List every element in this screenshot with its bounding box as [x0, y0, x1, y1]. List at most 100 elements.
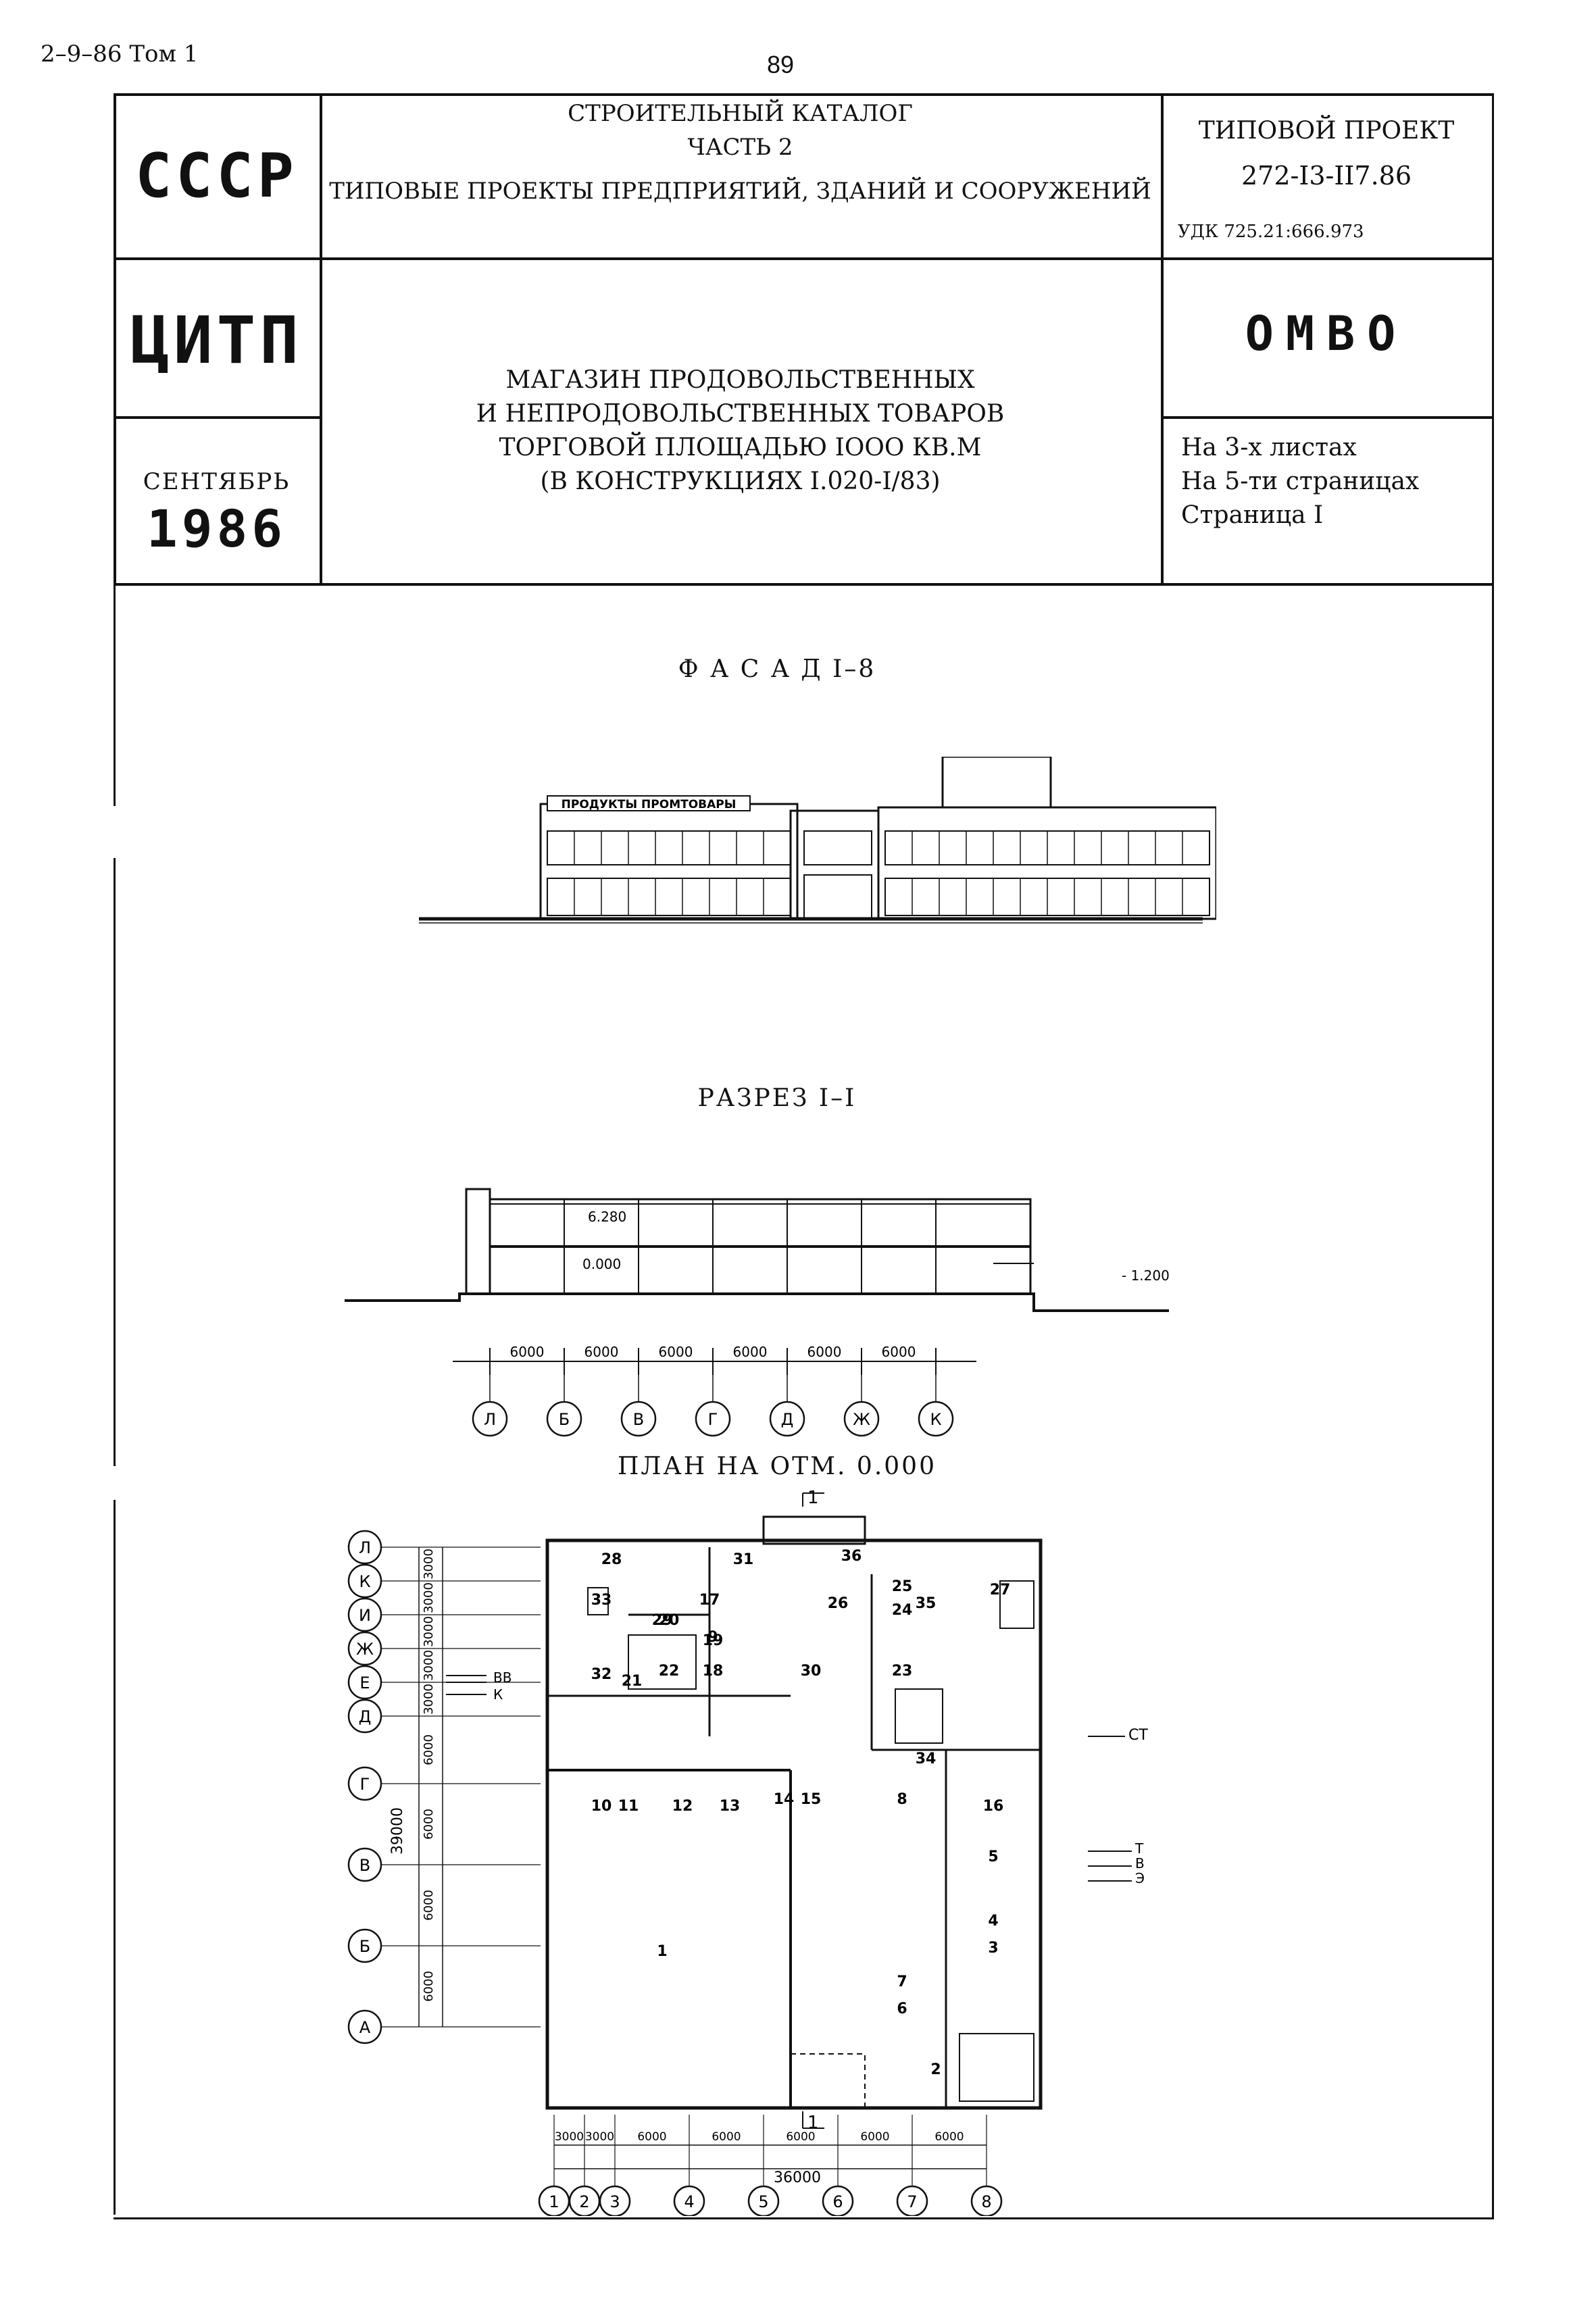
catalog-subtitle: ТИПОВЫЕ ПРОЕКТЫ ПРЕДПРИЯТИЙ, ЗДАНИЙ И СО… [329, 178, 1151, 205]
plan-room-number: 17 [699, 1592, 720, 1609]
description-line-1: МАГАЗИН ПРОДОВОЛЬСТВЕННЫХ [505, 366, 975, 394]
project-description: МАГАЗИН ПРОДОВОЛЬСТВЕННЫХ И НЕПРОДОВОЛЬС… [320, 363, 1161, 499]
plan-room-number: 8 [897, 1791, 907, 1808]
svg-text:Б: Б [359, 1937, 370, 1956]
facade-drawing: ПРОДУКТЫ ПРОМТОВАРЫ [419, 757, 1216, 924]
plan-room-number: 26 [828, 1595, 849, 1612]
plan-room-number: 18 [703, 1663, 724, 1680]
date-year: 1986 [146, 499, 287, 559]
description-line-3: ТОРГОВОЙ ПЛОЩАДЬЮ IООО КВ.М [499, 434, 982, 461]
svg-text:Л: Л [359, 1538, 371, 1557]
section-dim-label: 6000 [807, 1344, 842, 1360]
frame-left-segment-1 [114, 583, 116, 806]
section-cut-top: 1 [807, 1488, 819, 1508]
svg-text:5: 5 [758, 2192, 768, 2211]
plan-room-number: 7 [897, 1973, 907, 1990]
plan-room-number: 2 [930, 2061, 941, 2078]
plan-row-axis: К 3000 [347, 1563, 541, 1613]
frame-left-segment-2 [114, 858, 116, 1466]
ussr-label: СССР [135, 141, 298, 211]
plan-room-number: 4 [988, 1913, 998, 1930]
project-label: ТИПОВОЙ ПРОЕКТ [1198, 117, 1455, 145]
plan-room-number: 14 [774, 1791, 795, 1808]
entry-t: Т [1134, 1840, 1144, 1857]
svg-text:К: К [930, 1410, 941, 1429]
plan-room-number: 31 [733, 1551, 754, 1568]
svg-text:Е: Е [359, 1674, 370, 1692]
plan-title: ПЛАН НА ОТМ. 0.000 [618, 1453, 937, 1480]
plan-room-number: 13 [720, 1798, 741, 1815]
plan-total-width: 36000 [774, 2169, 821, 2186]
plan-room-number: 29 [652, 1612, 673, 1629]
section-axis-bubble: К [918, 1375, 954, 1437]
plan-col-dim: 6000 [712, 2130, 741, 2144]
plan-row-axis: А [347, 2009, 541, 2044]
plan-col-dim: 6000 [860, 2130, 889, 2144]
plan-room-number: 24 [892, 1602, 913, 1619]
svg-text:6: 6 [832, 2192, 843, 2211]
plan-room-number: 3 [988, 1940, 998, 1957]
project-number: 272-I3-II7.86 [1241, 161, 1412, 191]
plan-room-number: 11 [618, 1798, 639, 1815]
svg-text:Ж: Ж [356, 1640, 374, 1659]
plan-room-number: 33 [591, 1592, 612, 1609]
description-line-2: И НЕПРОДОВОЛЬСТВЕННЫХ ТОВАРОВ [476, 400, 1005, 428]
title-block: СССР ЦИТП СЕНТЯБРЬ 1986 СТРОИТЕЛЬНЫЙ КАТ… [114, 93, 1492, 586]
svg-text:К: К [359, 1572, 370, 1591]
svg-text:Д: Д [359, 1707, 372, 1726]
facade-sign: ПРОДУКТЫ ПРОМТОВАРЫ [562, 798, 737, 811]
page-index: Страница I [1181, 501, 1324, 529]
plan-room-number: 30 [801, 1663, 822, 1680]
entry-k: К [493, 1686, 503, 1703]
plan-row-dim: 3000 [422, 1684, 436, 1715]
plan-room-number: 23 [892, 1663, 913, 1680]
description-line-4: (В КОНСТРУКЦИЯХ I.020-I/83) [540, 468, 941, 495]
section-mark-ground: - 1.200 [1122, 1267, 1170, 1284]
entry-vv: ВВ [493, 1669, 512, 1686]
page-frame [114, 93, 1494, 2219]
plan-row-dim: 3000 [422, 1582, 436, 1613]
title-right-row-divider [1161, 416, 1492, 419]
plan-col-axis: 6 6000 [822, 2115, 890, 2216]
date-month: СЕНТЯБРЬ [143, 468, 291, 495]
title-divider-1 [320, 93, 322, 583]
plan-room-number: 34 [916, 1751, 937, 1767]
plan-row-dim: 6000 [422, 1809, 436, 1840]
section-dim-label: 6000 [584, 1344, 619, 1360]
svg-text:1: 1 [549, 2192, 559, 2211]
plan-room-number: 1 [657, 1943, 667, 1960]
section-axis-bubble: В [620, 1375, 657, 1437]
svg-text:Л: Л [484, 1410, 496, 1429]
facade-title: Ф А С А Д I–8 [678, 655, 876, 683]
plan-room-number: 9 [707, 1629, 718, 1646]
plan-room-number: 16 [983, 1798, 1004, 1815]
sheet-count: На 3-х листах [1181, 434, 1357, 461]
plan-row-dim: 6000 [422, 1971, 436, 2002]
section-dim-label: 6000 [510, 1344, 545, 1360]
section-dim-label: 6000 [882, 1344, 916, 1360]
plan-col-dim: 6000 [934, 2130, 964, 2144]
sheet-info: На 3-х листах На 5-ти страницах Страница… [1181, 431, 1419, 532]
svg-text:Ж: Ж [853, 1410, 870, 1429]
section-axis-bubble: Г [695, 1375, 731, 1437]
entry-v: В [1135, 1855, 1145, 1871]
svg-text:В: В [633, 1410, 644, 1429]
svg-text:А: А [359, 2018, 371, 2037]
section-mark-zero: 0.000 [582, 1256, 621, 1272]
section-axis-bubble: Д [769, 1375, 805, 1437]
plan-row-axis: Е 3000 [347, 1665, 541, 1715]
plan-row-dim: 3000 [422, 1616, 436, 1647]
catalog-part: ЧАСТЬ 2 [687, 134, 793, 161]
title-left-border [114, 93, 116, 583]
plan-room-number: 35 [916, 1595, 937, 1612]
svg-text:8: 8 [981, 2192, 991, 2211]
